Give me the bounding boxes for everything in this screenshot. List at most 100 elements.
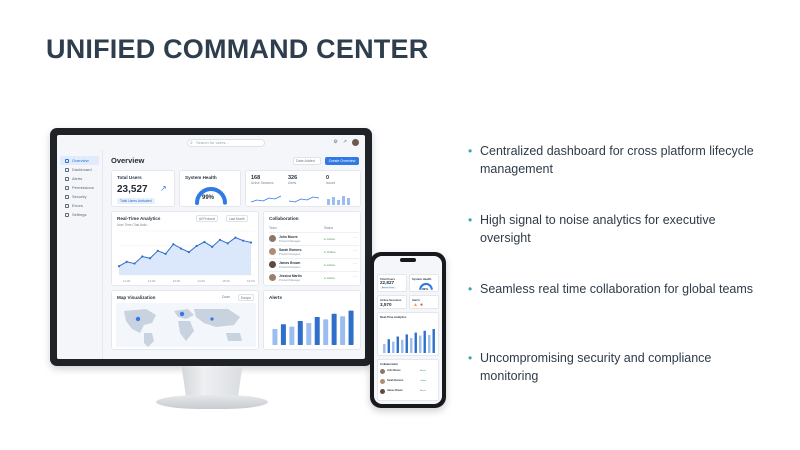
total-users-label: Total Users [117,175,142,180]
top-bar-icons: ⚙ ↗ [333,139,359,146]
alert-bar [331,313,337,345]
sidebar-item-dashboard[interactable]: Dashboard [60,165,99,174]
analytics-point [117,265,121,268]
sidebar-item-label: Alerts [72,176,83,181]
mobile-sessions-card: Active Sessions 3,570 [377,295,407,309]
mobile-alerts-card: Alerts ▲ ● [409,295,439,309]
more-icon[interactable]: ⋯ [353,248,357,253]
main-content: Overview Date Added Create Overview Tota… [109,150,361,359]
collab-row[interactable]: John Moore Product Manager Active ⋯ [269,232,359,244]
sidebar-item-security[interactable]: Security [60,192,99,201]
warning-icon: ▲ [413,302,418,308]
member-name: Sarah Romero [387,379,404,382]
status-badge: Active [420,369,426,372]
bullet-text: High signal to noise analytics for execu… [480,213,716,245]
mobile-analytics-title: Real-Time Analytics [380,314,407,319]
period-filter[interactable]: Last Month [226,215,248,222]
more-icon[interactable]: ⋯ [353,235,357,240]
alert-bar [289,326,295,345]
status-badge: Online [324,250,336,254]
bullet-text: Centralized dashboard for cross platform… [480,144,754,176]
sidebar: Overview Dashboard Alerts Permissions Se… [57,150,103,359]
create-overview-button[interactable]: Create Overview [325,157,359,165]
map-marker [135,316,141,322]
mobile-collaboration-title: Collaboration [380,361,399,366]
monitor-stand [181,366,243,400]
collab-row[interactable]: Jessica Martin Product Manager Active ⋯ [269,271,359,283]
stats-sparklines [251,195,350,205]
mobile-collab-row[interactable]: Sarah Romero Online [380,378,438,387]
sidebar-item-label: Permissions [72,185,94,190]
issues-sparkbars [327,196,350,205]
status-badge: Active [324,276,335,280]
mobile-total-users-card: Total Users 22,827 Active Users [377,274,407,292]
mobile-users-badge: Active Users [380,287,397,289]
sidebar-item-label: Settings [72,212,87,217]
analytics-point [156,249,159,252]
sidebar-item-permissions[interactable]: Permissions [60,183,99,192]
analytics-point [234,236,237,239]
collab-row[interactable]: James Brown Product Designer Active ⋯ [269,258,359,270]
status-badge: Online [420,379,427,382]
mobile-collaboration-card: Collaboration John Moore Active Sarah Ro… [377,359,439,401]
avatar [269,274,276,281]
mobile-analytics-card: Real-Time Analytics [377,312,439,356]
sidebar-item-label: Overview [72,158,89,163]
stat-issues: 0 Issues [326,175,362,185]
grid-icon [65,167,69,172]
warning-icon [65,203,69,208]
mobile-alerts-label: Alerts [412,297,420,302]
world-map[interactable] [116,303,256,347]
protocol-filter[interactable]: All Protocol [196,215,219,222]
sidebar-item-alerts[interactable]: Alerts [60,174,99,183]
mobile-analytics-bar [428,335,431,353]
mobile-analytics-bar [432,329,435,353]
analytics-card: Real-Time Analytics User Time Chat Activ… [111,211,259,286]
member-role: Product Designer [279,265,301,269]
x-tick-label: 14:00 [197,279,205,283]
analytics-point [180,247,183,250]
analytics-point [133,262,136,265]
north-america-shape [124,309,156,333]
status-badge: Active [324,263,335,267]
avatar [380,369,385,374]
sidebar-item-label: Errors [72,203,83,208]
notification-icon[interactable]: ⚙ [333,139,338,145]
alert-bar [340,316,346,345]
more-icon[interactable]: ⋯ [353,274,357,279]
more-icon[interactable]: ⋯ [353,261,357,266]
bullet-text: Seamless real time collaboration for glo… [480,282,754,296]
search-input[interactable]: ⌕ Search for users... [187,139,265,147]
sidebar-item-settings[interactable]: Settings [60,210,99,219]
avatar[interactable] [352,139,359,146]
analytics-point [242,239,245,242]
mobile-collab-row[interactable]: James Brown Active [380,388,438,397]
alerts-bar-chart [272,310,354,345]
map-marker [179,311,185,317]
team-column-header: Team [269,226,277,230]
zoom-select[interactable]: Europe [237,294,254,301]
member-name: Sarah Romero [279,248,302,252]
sidebar-item-errors[interactable]: Errors [60,201,99,210]
sidebar-item-label: Security [72,194,87,199]
collab-row[interactable]: Sarah Romero Product Designer Online ⋯ [269,245,359,257]
member-name: John Moore [387,369,401,372]
sidebar-item-overview[interactable]: Overview [60,156,99,165]
total-users-badge: Total Users Activated [117,198,155,204]
analytics-point [164,252,167,255]
mobile-analytics-bar [396,336,399,353]
mobile-collab-row[interactable]: John Moore Active [380,368,438,377]
system-health-card: System Health 99% [179,170,241,207]
bullet-item: • Centralized dashboard for cross platfo… [467,142,757,178]
bullet-dot-icon: • [468,213,473,227]
australia-shape [226,333,242,341]
share-icon[interactable]: ↗ [342,139,347,145]
bullet-item: • Uncompromising security and compliance… [467,349,757,385]
mobile-sessions-label: Active Sessions [380,297,402,302]
search-placeholder: Search for users... [196,140,229,145]
status-badge: Active [324,237,335,241]
mobile-sessions-value: 3,570 [380,302,392,307]
analytics-point [141,255,144,258]
collaboration-title: Collaboration [269,216,299,221]
date-select[interactable]: Date Added [293,157,321,165]
